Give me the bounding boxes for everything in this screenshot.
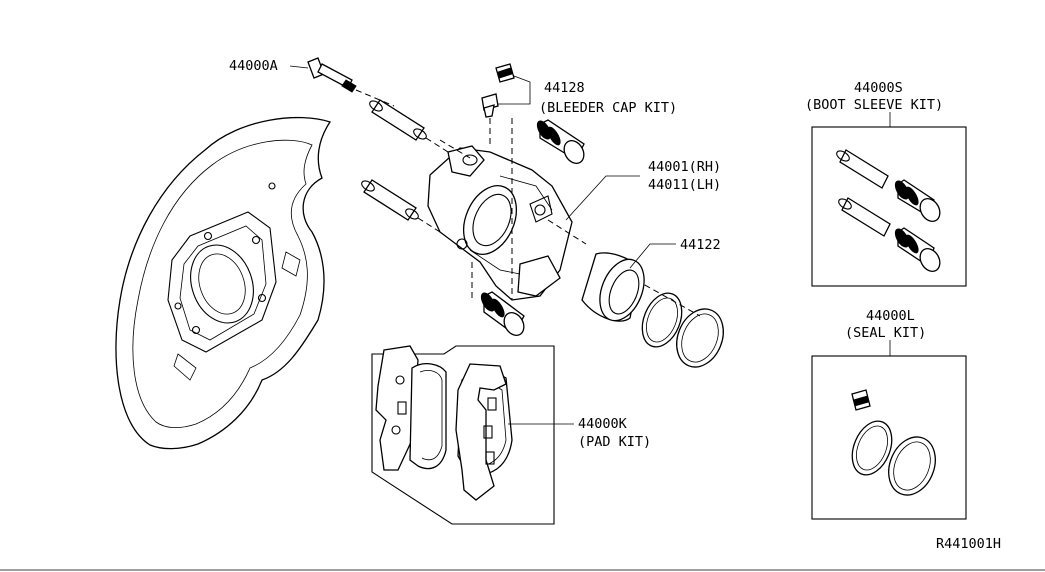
pad-shim-outer	[375, 345, 419, 471]
kit-bleeder-cap	[851, 389, 871, 411]
kit-dust-boot	[888, 436, 936, 496]
pad-shim-inner	[455, 363, 507, 501]
caliper-body	[427, 145, 573, 301]
label-44011-lh: 44011(LH)	[648, 177, 721, 193]
piston-seal	[641, 292, 683, 348]
pad-kit-frame	[371, 345, 555, 525]
brake-pad-outer	[409, 362, 447, 470]
assembly-line-a	[439, 139, 471, 159]
label-44000l: 44000L	[866, 308, 915, 324]
leader-44000a	[289, 65, 309, 69]
boot-sleeve-lower	[480, 291, 525, 336]
leader-44001	[565, 175, 640, 221]
seal-kit-frame	[811, 355, 967, 520]
label-44122: 44122	[680, 237, 721, 253]
kit-boot-upper	[894, 179, 941, 222]
assembly-line-f	[635, 279, 701, 317]
guide-pin-lower	[361, 179, 441, 233]
piston	[581, 252, 645, 322]
label-44128: 44128	[544, 80, 585, 96]
assembly-line-e	[547, 219, 587, 245]
leader-44122	[629, 243, 676, 269]
label-44000s: 44000S	[854, 80, 903, 96]
kit-boot-lower	[894, 227, 941, 272]
label-bleeder-cap-kit: (BLEEDER CAP KIT)	[539, 100, 677, 116]
kit-guide-pin-upper	[836, 149, 889, 189]
label-pad-kit: (PAD KIT)	[578, 434, 651, 450]
bleeder-screw	[481, 93, 499, 118]
backing-plate	[115, 117, 332, 450]
label-44000a: 44000A	[229, 58, 278, 74]
kit-guide-pin-lower	[838, 197, 891, 237]
boot-sleeve-upper	[536, 119, 585, 164]
label-seal-kit: (SEAL KIT)	[845, 325, 926, 341]
kit-piston-seal	[851, 420, 893, 476]
dust-boot-ring	[676, 308, 724, 368]
label-44000k: 44000K	[578, 416, 628, 432]
leader-44128	[498, 75, 531, 105]
label-44001-rh: 44001(RH)	[648, 159, 721, 175]
bleeder-cap	[495, 63, 515, 83]
diagram-reference-code: R441001H	[936, 536, 1001, 552]
guide-pin-bolt	[307, 57, 395, 107]
boot-sleeve-kit-frame	[811, 126, 967, 287]
label-boot-sleeve-kit: (BOOT SLEEVE KIT)	[805, 97, 943, 113]
